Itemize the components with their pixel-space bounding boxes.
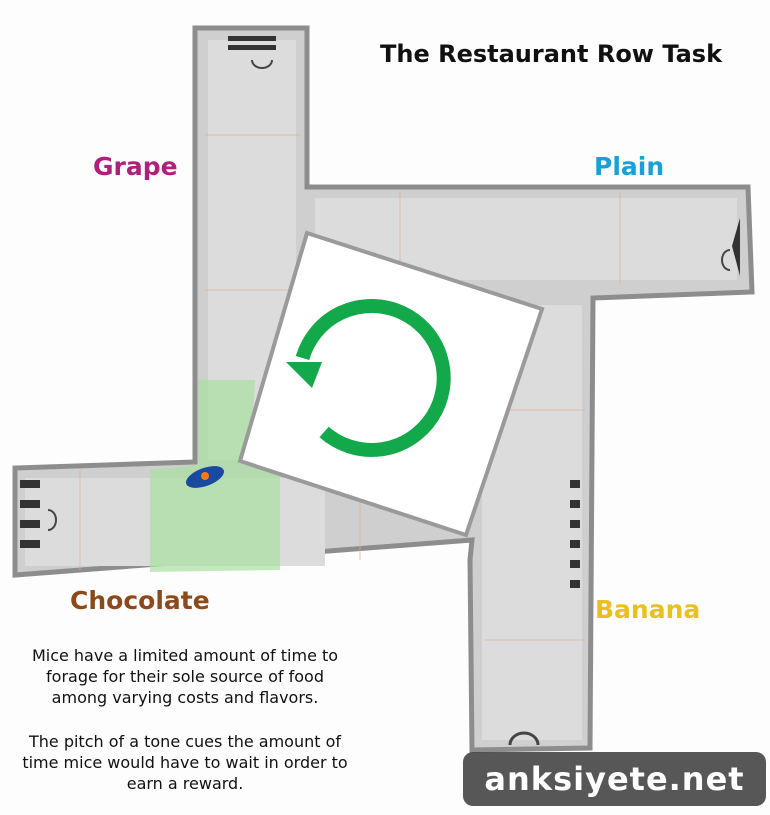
feeder-grape (228, 36, 276, 69)
feeder-chocolate (20, 480, 57, 548)
feeder-plain (721, 218, 740, 276)
mouse-icon (185, 466, 225, 488)
description-paragraph-1: Mice have a limited amount of time to fo… (31, 646, 339, 707)
watermark: anksiyete.net (463, 752, 766, 806)
label-grape: Grape (93, 152, 178, 181)
label-banana: Banana (595, 595, 701, 624)
floor-grid-lines (79, 134, 621, 641)
central-hub (237, 230, 545, 538)
feeder-banana (508, 480, 580, 746)
label-chocolate: Chocolate (70, 586, 210, 615)
counterclockwise-arrow-icon (286, 298, 451, 457)
label-plain: Plain (594, 152, 665, 181)
description-paragraph-2: The pitch of a tone cues the amount of t… (22, 732, 348, 793)
diagram-title: The Restaurant Row Task (380, 40, 723, 68)
